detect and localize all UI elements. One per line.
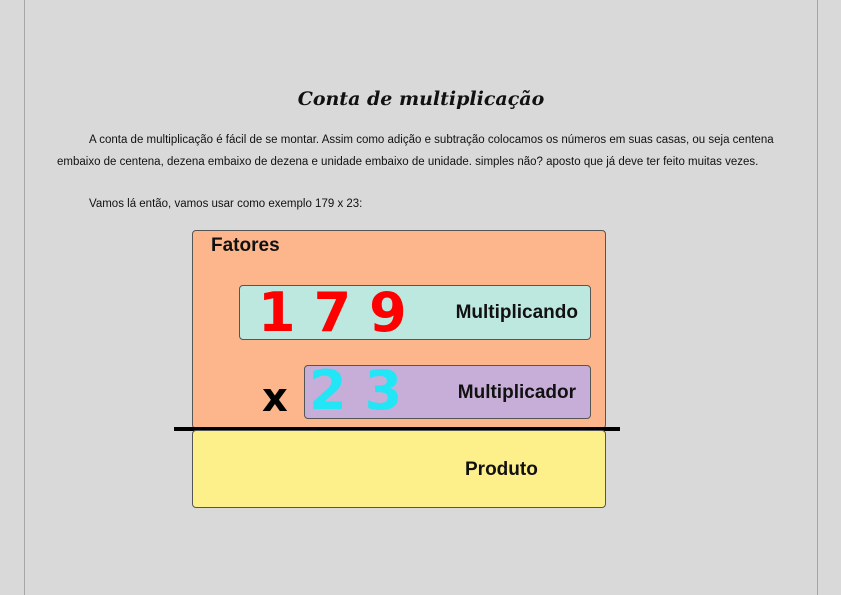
multiplier-digits: 23: [309, 359, 421, 422]
multiplicand-digits: 179: [258, 281, 425, 344]
paragraph-intro: A conta de multiplicação é fácil de se m…: [57, 134, 774, 168]
product-label: Produto: [465, 459, 538, 480]
multiplier-box: 23 Multiplicador: [304, 359, 591, 422]
multiplicand-label: Multiplicando: [455, 302, 578, 323]
multiplier-label: Multiplicador: [457, 382, 576, 403]
page-title: Conta de multiplicação: [297, 88, 545, 110]
product-box: Produto: [192, 430, 606, 508]
result-line: [174, 427, 620, 431]
multiplicand-box: 179 Multiplicando: [239, 285, 591, 340]
factors-label: Fatores: [211, 235, 280, 256]
paragraph-example: Vamos lá então, vamos usar como exemplo …: [89, 198, 363, 210]
multiplication-sign: x: [262, 375, 288, 421]
